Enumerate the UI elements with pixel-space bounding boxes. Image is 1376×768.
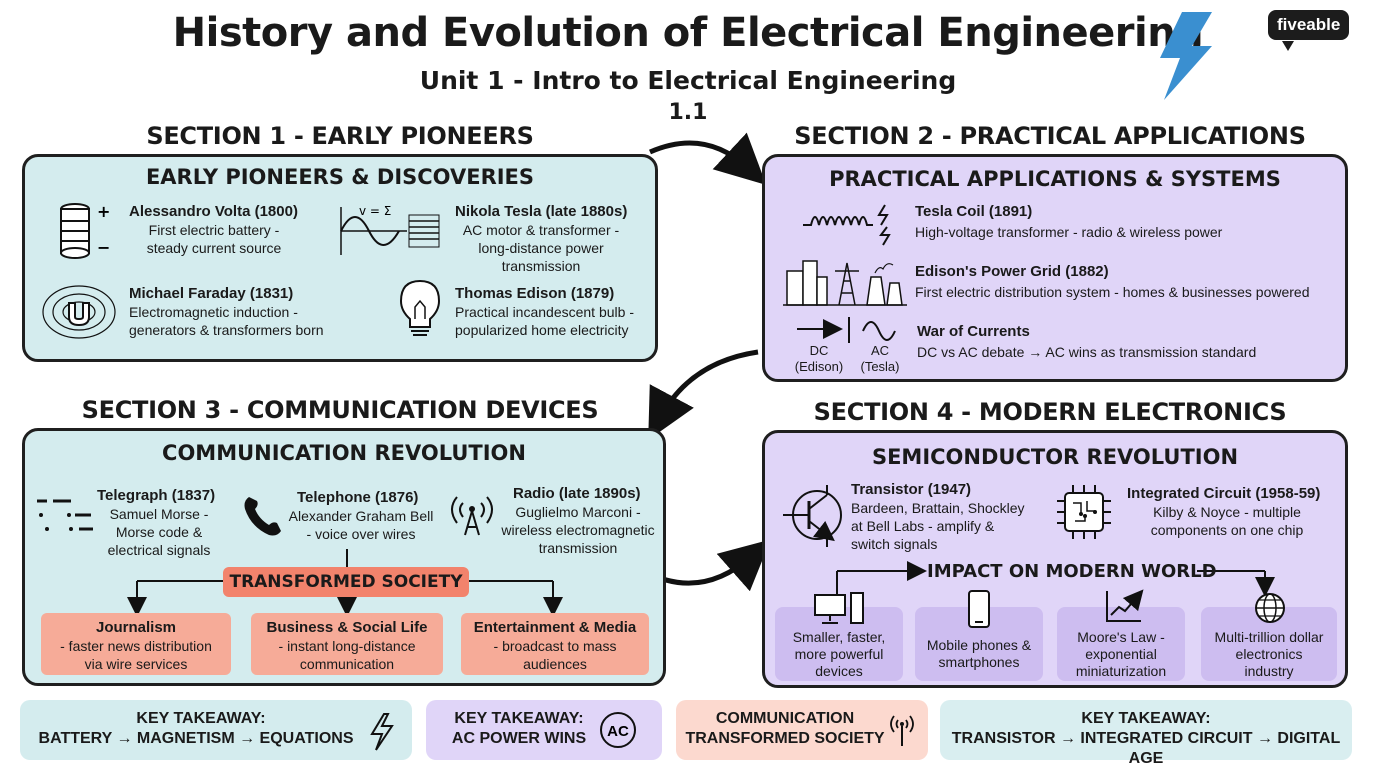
chip-icon bbox=[1057, 485, 1111, 539]
growth-chart-icon bbox=[1106, 589, 1144, 622]
transistor-icon bbox=[783, 485, 842, 547]
section4-panel: SEMICONDUCTOR REVOLUTION Transistor (194… bbox=[762, 430, 1348, 688]
globe-icon bbox=[1255, 593, 1285, 623]
section2-panel-title: PRACTICAL APPLICATIONS & SYSTEMS bbox=[829, 167, 1281, 191]
faraday-title: Michael Faraday (1831) bbox=[129, 285, 294, 302]
society-connectors bbox=[127, 549, 563, 617]
entertainment-media-box: Entertainment & Media - broadcast to mas… bbox=[461, 613, 649, 675]
tesla-coil-desc: High-voltage transformer - radio & wirel… bbox=[915, 224, 1223, 240]
tesla-coil-icon bbox=[803, 204, 891, 246]
takeaway-2: KEY TAKEAWAY: AC POWER WINS AC bbox=[426, 700, 662, 760]
section1-heading: SECTION 1 - EARLY PIONEERS bbox=[146, 122, 534, 150]
telephone-desc: Alexander Graham Bell- voice over wires bbox=[288, 508, 434, 542]
war-of-currents-title: War of Currents bbox=[917, 323, 1030, 340]
ac-label: AC(Tesla) bbox=[860, 343, 900, 374]
takeaway-3: COMMUNICATION TRANSFORMED SOCIETY bbox=[676, 700, 928, 760]
section1-panel: EARLY PIONEERS & DISCOVERIES + − Alessan… bbox=[22, 154, 658, 362]
unit-number: 1.1 bbox=[668, 100, 708, 125]
impact-title: IMPACT ON MODERN WORLD bbox=[927, 561, 1217, 582]
war-of-currents-desc: DC vs AC debate → AC wins as transmissio… bbox=[917, 344, 1257, 360]
power-grid-title: Edison's Power Grid (1882) bbox=[915, 263, 1109, 280]
arrow-section1-to-section2 bbox=[649, 132, 767, 186]
telegraph-title: Telegraph (1837) bbox=[97, 487, 216, 504]
power-grid-desc: First electric distribution system - hom… bbox=[915, 284, 1310, 300]
edison-title: Thomas Edison (1879) bbox=[455, 285, 615, 302]
battery-icon: + − bbox=[60, 202, 110, 259]
bolt-icon bbox=[370, 713, 394, 751]
ac-circle-icon: AC bbox=[600, 712, 636, 748]
section3-heading: SECTION 3 - COMMUNICATION DEVICES bbox=[81, 396, 599, 424]
svg-text:AC: AC bbox=[607, 723, 629, 740]
telegraph-desc: Samuel Morse -Morse code &electrical sig… bbox=[107, 506, 211, 558]
phone-icon bbox=[244, 497, 281, 536]
section2-panel: PRACTICAL APPLICATIONS & SYSTEMS Tesla C… bbox=[762, 154, 1348, 382]
power-grid-icon bbox=[783, 260, 907, 306]
fiveable-logo: fiveable bbox=[1268, 10, 1350, 40]
takeaway-4: KEY TAKEAWAY: TRANSISTOR → INTEGRATED CI… bbox=[940, 700, 1352, 767]
page-subtitle: Unit 1 - Intro to Electrical Engineering bbox=[419, 66, 957, 95]
svg-text:−: − bbox=[97, 238, 110, 257]
section4-heading: SECTION 4 - MODERN ELECTRONICS bbox=[813, 398, 1287, 426]
impact-connector bbox=[836, 561, 1275, 605]
dc-ac-icon bbox=[797, 317, 896, 343]
volta-title: Alessandro Volta (1800) bbox=[129, 203, 298, 220]
svg-text:+: + bbox=[97, 202, 110, 221]
edison-desc: Practical incandescent bulb -popularized… bbox=[455, 304, 634, 338]
volta-desc: First electric battery -steady current s… bbox=[146, 222, 282, 256]
section3-panel: COMMUNICATION REVOLUTION Telegraph (1837… bbox=[22, 428, 666, 686]
lightbulb-icon bbox=[399, 279, 441, 336]
section4-panel-title: SEMICONDUCTOR REVOLUTION bbox=[871, 445, 1239, 469]
tesla-equation-label: v = Σ bbox=[359, 204, 391, 218]
tesla-desc: AC motor & transformer -long-distance po… bbox=[462, 222, 620, 274]
radio-desc: Guglielmo Marconi -wireless electromagne… bbox=[501, 504, 655, 556]
section2-heading: SECTION 2 - PRACTICAL APPLICATIONS bbox=[794, 122, 1306, 150]
smartphone-icon bbox=[968, 590, 990, 628]
radio-title: Radio (late 1890s) bbox=[513, 485, 641, 502]
radio-tower-icon bbox=[451, 496, 493, 536]
telephone-title: Telephone (1876) bbox=[297, 489, 419, 506]
integrated-circuit-title: Integrated Circuit (1958-59) bbox=[1127, 485, 1321, 502]
section1-panel-title: EARLY PIONEERS & DISCOVERIES bbox=[145, 165, 535, 189]
page-title: History and Evolution of Electrical Engi… bbox=[172, 10, 1204, 56]
arrow-section2-to-section3 bbox=[648, 349, 759, 441]
takeaway-1: KEY TAKEAWAY: BATTERY → MAGNETISM → EQUA… bbox=[20, 700, 412, 760]
ac-wave-icon: v = Σ bbox=[340, 204, 440, 255]
lightning-bolt-icon bbox=[1160, 12, 1212, 100]
magnet-icon bbox=[42, 285, 116, 339]
business-social-box: Business & Social Life - instant long-di… bbox=[251, 613, 443, 675]
section3-panel-title: COMMUNICATION REVOLUTION bbox=[162, 441, 526, 465]
computer-icon bbox=[814, 592, 864, 624]
antenna-icon bbox=[890, 715, 914, 746]
faraday-desc: Electromagnetic induction -generators & … bbox=[129, 304, 324, 338]
tesla-title: Nikola Tesla (late 1880s) bbox=[455, 203, 628, 220]
morse-icon bbox=[37, 499, 93, 531]
transformed-society-label: TRANSFORMED SOCIETY bbox=[223, 567, 469, 597]
transistor-title: Transistor (1947) bbox=[851, 481, 972, 498]
impact-phones-box: Mobile phones &smartphones bbox=[915, 590, 1043, 681]
dc-label: DC(Edison) bbox=[794, 343, 844, 374]
impact-phones-text: Mobile phones &smartphones bbox=[926, 637, 1032, 670]
logo-bubble-tail bbox=[1282, 41, 1294, 51]
tesla-coil-title: Tesla Coil (1891) bbox=[915, 203, 1033, 220]
